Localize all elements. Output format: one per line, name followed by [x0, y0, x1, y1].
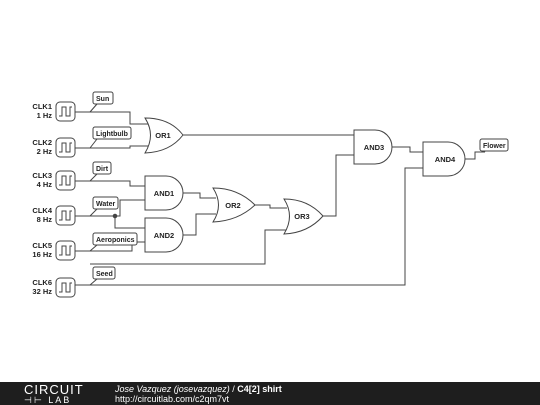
or1-label: OR1: [155, 131, 170, 140]
circuit-url[interactable]: http://circuitlab.com/c2qm7vt: [115, 394, 230, 404]
clk5-name: CLK5: [32, 241, 52, 250]
circuit-title[interactable]: C4[2] shirt: [237, 384, 282, 394]
label-tag-water: [92, 196, 119, 210]
wire-water: [90, 199, 148, 217]
wire-and3-out: [392, 146, 426, 153]
label-flower: Flower: [483, 143, 506, 150]
wire-or2-out: [255, 204, 287, 209]
and4-gate: [422, 141, 466, 177]
label-tag-flower: [479, 138, 509, 152]
wire-or3-out: [323, 154, 357, 217]
wire-lightbulb: [90, 145, 150, 149]
circuit-schematic: CLK1 1 Hz CLK2 2 Hz CLK3 4 Hz CLK4 8 Hz …: [32, 91, 509, 298]
clock-wave-icon: [59, 106, 72, 117]
wire-aeroponics: [90, 241, 148, 252]
clock-wave-icon: [59, 142, 72, 153]
label-tag-dirt: [92, 161, 112, 175]
clk1-freq: 1 Hz: [37, 111, 53, 120]
label-lightbulb: Lightbulb: [96, 131, 128, 138]
label-water: Water: [96, 201, 115, 208]
and3-label: AND3: [364, 143, 384, 152]
label-aeroponics: Aeroponics: [96, 237, 135, 244]
and2-gate: [144, 217, 184, 253]
label-dirt: Dirt: [96, 166, 109, 173]
label-tag-sun: [92, 91, 114, 105]
label-tag-lightbulb: [92, 126, 132, 140]
clk6-freq: 32 Hz: [32, 287, 52, 296]
and1-gate: [144, 175, 184, 211]
and2-label: AND2: [154, 231, 174, 240]
clock-wave-icon: [59, 282, 72, 293]
clk4-name: CLK4: [32, 206, 52, 215]
clock-wave-icon: [59, 245, 72, 256]
wire-or1-out: [183, 134, 379, 141]
wire-clk5-or3: [90, 229, 287, 265]
clk2-freq: 2 Hz: [37, 147, 53, 156]
or2-gate: [212, 187, 256, 223]
or2-label: OR2: [225, 201, 240, 210]
or1-gate: [144, 117, 184, 154]
title-separator: /: [229, 384, 238, 394]
clk2-name: CLK2: [32, 138, 52, 147]
clk4-freq: 8 Hz: [37, 215, 53, 224]
wire-seed: [90, 167, 426, 286]
label-tag-aeroponics: [92, 232, 138, 246]
clk1-name: CLK1: [32, 102, 52, 111]
clk3-name: CLK3: [32, 171, 52, 180]
wire-sun: [90, 111, 150, 125]
wire-and1-out: [183, 192, 216, 199]
wire-water-branch: [114, 216, 148, 229]
clk3-freq: 4 Hz: [37, 180, 53, 189]
label-tag-seed: [92, 266, 116, 280]
junction-dot: [112, 213, 118, 219]
clk6-name: CLK6: [32, 278, 52, 287]
clock-wave-icon: [59, 210, 72, 221]
logo-sub-text: LAB: [48, 395, 72, 405]
label-seed: Seed: [96, 271, 113, 278]
and1-label: AND1: [154, 189, 174, 198]
clk5-freq: 16 Hz: [32, 250, 52, 259]
wire-and4-out: [465, 151, 485, 160]
circuitlab-logo-sub: ⊣⊢ LAB: [24, 395, 72, 405]
footer-bar: CIRCUIT ⊣⊢ LAB Jose Vazquez (josevazquez…: [0, 382, 540, 405]
wire-dirt: [90, 180, 148, 187]
and4-label: AND4: [435, 155, 456, 164]
or3-gate: [283, 198, 324, 235]
and3-gate: [353, 129, 393, 165]
label-sun: Sun: [96, 96, 109, 103]
circuit-title-line: Jose Vazquez (josevazquez) / C4[2] shirt: [115, 384, 282, 395]
clock-wave-icon: [59, 175, 72, 186]
wire-and2-out: [183, 213, 216, 236]
or3-label: OR3: [294, 212, 309, 221]
author-name[interactable]: Jose Vazquez (josevazquez): [115, 384, 230, 394]
circuitlab-logo: CIRCUIT: [24, 382, 84, 397]
